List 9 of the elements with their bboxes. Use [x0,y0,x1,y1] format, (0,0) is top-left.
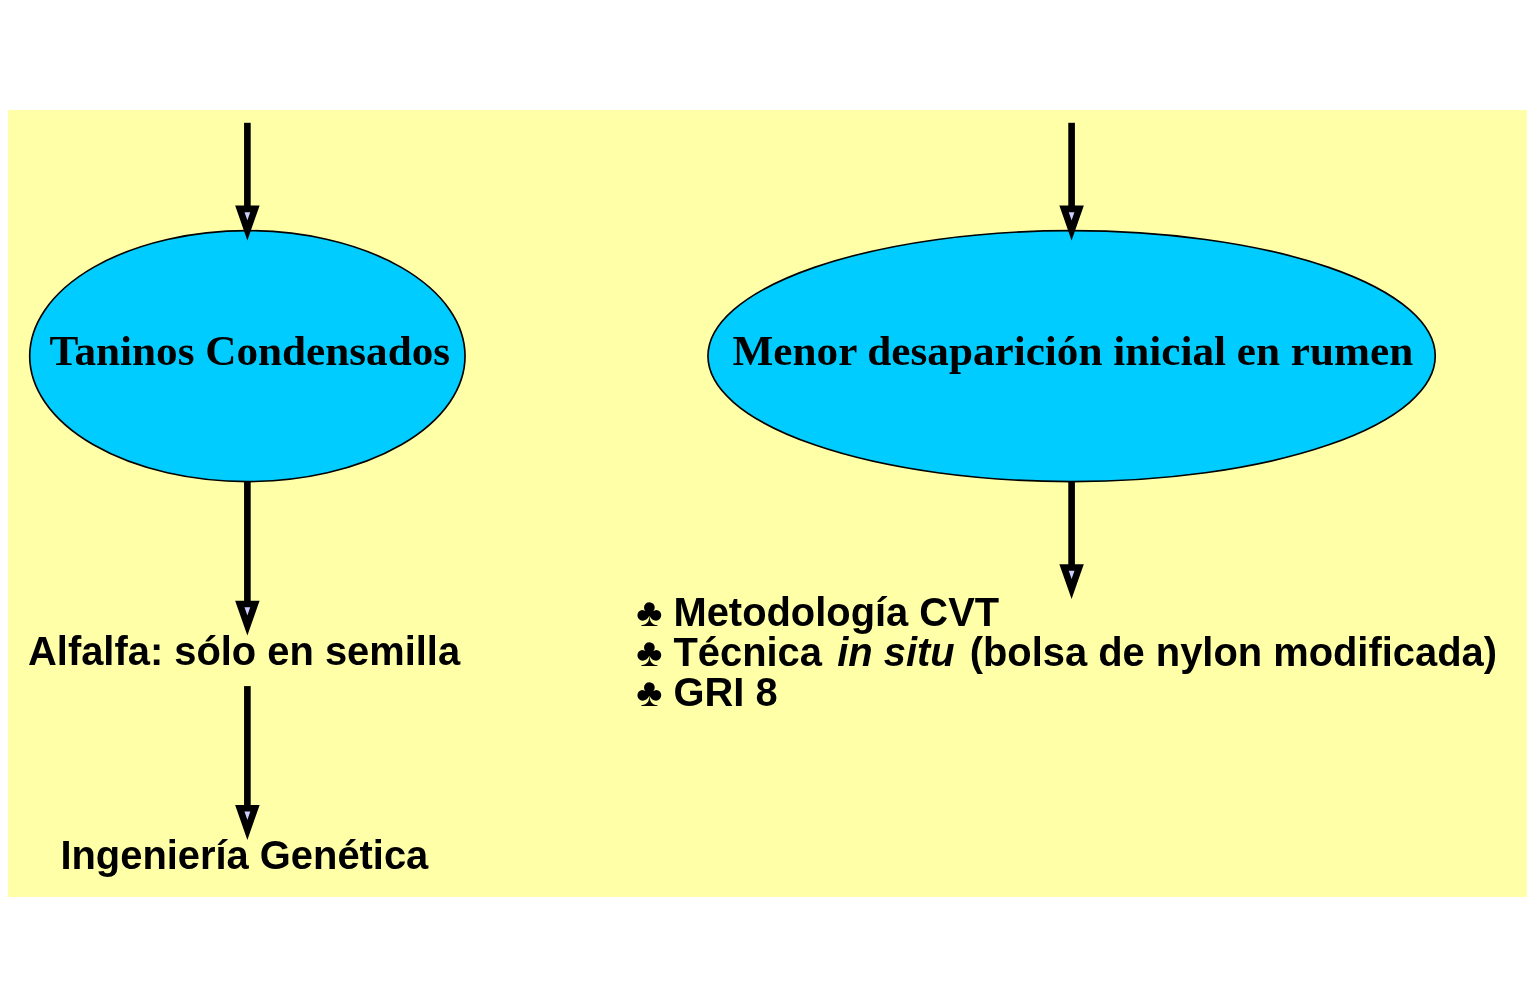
node-ellipse: Menor desaparición inicial en rumen [707,229,1437,483]
node-text: ♣ Metodología CVT ♣ Técnica in situ (bolsa de nylon modificada) ♣ GRI 8 [636,590,1497,715]
node-text: Alfalfa: sólo en semilla [28,628,461,673]
arrow [1059,481,1084,600]
node-text: Ingeniería Genética [60,833,429,878]
node-ellipse: Taninos Condensados [28,229,466,483]
arrow [235,481,260,636]
arrow [1059,122,1084,241]
arrow [235,122,260,241]
